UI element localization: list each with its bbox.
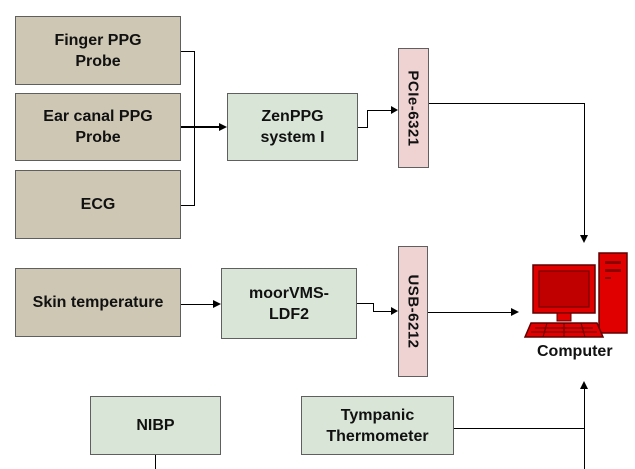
connector-zen-out-v bbox=[367, 110, 368, 128]
zenppg-system-label: ZenPPG system I bbox=[260, 108, 325, 146]
nibp-box: NIBP bbox=[90, 396, 221, 455]
ecg-box: ECG bbox=[15, 170, 181, 239]
connector-ecg-to-bus bbox=[181, 205, 195, 206]
connector-pcie-out-v bbox=[584, 103, 585, 237]
pcie-6321-box: PCIe-6321 bbox=[398, 48, 429, 168]
moorvms-ldf2-label: moorVMS-LDF2 bbox=[249, 284, 329, 323]
connector-moor-out-h2 bbox=[373, 311, 392, 312]
connector-moor-out-v bbox=[373, 303, 374, 312]
skin-temperature-box: Skin temperature bbox=[15, 268, 181, 337]
nibp-label: NIBP bbox=[136, 417, 175, 434]
usb-6212-label: USB-6212 bbox=[404, 274, 422, 349]
arrow-into-zenppg bbox=[219, 123, 227, 131]
skin-temperature-label: Skin temperature bbox=[32, 294, 164, 311]
arrow-into-computer-bottom bbox=[580, 381, 588, 389]
ear-canal-ppg-probe-box: Ear canal PPG Probe bbox=[15, 93, 181, 161]
finger-ppg-probe-label: Finger PPG Probe bbox=[54, 31, 142, 70]
usb-6212-box: USB-6212 bbox=[398, 246, 428, 377]
connector-ear-to-zenppg bbox=[181, 126, 221, 128]
finger-ppg-probe-box: Finger PPG Probe bbox=[15, 16, 181, 85]
arrow-into-usb bbox=[391, 307, 398, 315]
connector-bottom-bus-up bbox=[584, 388, 585, 469]
arrow-into-computer-side bbox=[511, 308, 519, 316]
computer-label: Computer bbox=[537, 343, 613, 360]
connector-usb-to-computer bbox=[428, 312, 512, 313]
tympanic-thermometer-box: Tympanic Thermometer bbox=[301, 396, 454, 455]
tympanic-thermometer-label: Tympanic Thermometer bbox=[326, 406, 429, 445]
moorvms-ldf2-box: moorVMS-LDF2 bbox=[221, 268, 357, 339]
arrow-into-computer-top bbox=[580, 235, 588, 243]
zenppg-system-box: ZenPPG system I bbox=[227, 93, 358, 161]
connector-nibp-down bbox=[155, 455, 156, 469]
ecg-label: ECG bbox=[80, 196, 116, 213]
connector-zen-out-h1 bbox=[358, 127, 368, 128]
arrow-into-pcie bbox=[391, 106, 398, 114]
connector-finger-to-bus bbox=[181, 51, 195, 52]
arrow-into-moorvms bbox=[213, 300, 221, 308]
pcie-6321-label: PCIe-6321 bbox=[405, 69, 422, 147]
connector-bus-vertical bbox=[194, 51, 195, 206]
computer-icon bbox=[523, 252, 628, 338]
connector-zen-out-h2 bbox=[367, 110, 392, 111]
ear-canal-ppg-probe-label: Ear canal PPG Probe bbox=[43, 108, 153, 146]
connector-pcie-out-h bbox=[429, 103, 585, 104]
connector-moor-out-h1 bbox=[357, 303, 374, 304]
connector-tympanic-to-bus bbox=[454, 428, 585, 429]
connector-skin-to-moor bbox=[181, 304, 214, 305]
